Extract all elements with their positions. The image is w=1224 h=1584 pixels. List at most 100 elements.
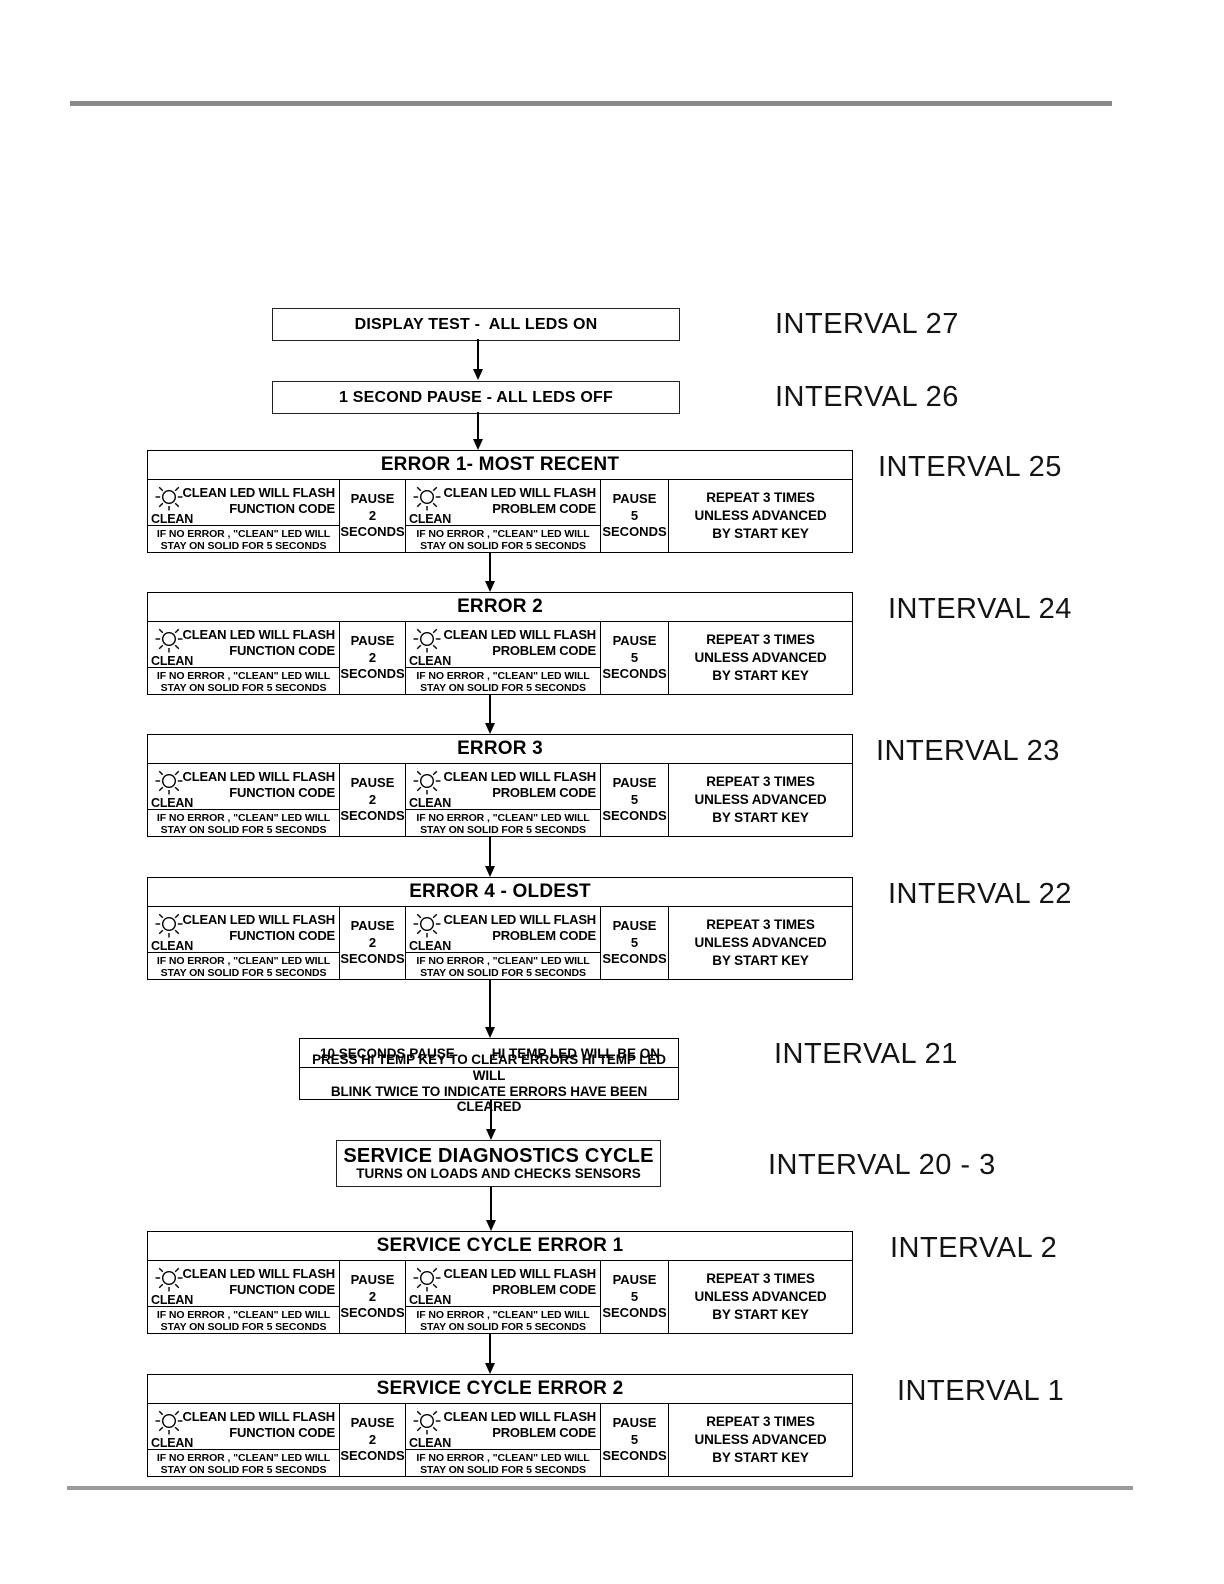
interval-25-label: INTERVAL 25 bbox=[878, 451, 1062, 483]
no-error-line1: IF NO ERROR , "CLEAN" LED WILL bbox=[416, 528, 590, 540]
function-code-text: CLEAN LED WILL FLASH FUNCTION CODE bbox=[182, 1266, 336, 1299]
error-box-body: CLEAN CLEAN LED WILL FLASH FUNCTION CODE… bbox=[148, 480, 852, 552]
top-rule bbox=[70, 101, 1112, 106]
no-error-note: IF NO ERROR , "CLEAN" LED WILL STAY ON S… bbox=[148, 1449, 339, 1476]
repeat-instruction-cell: REPEAT 3 TIMES UNLESS ADVANCED BY START … bbox=[669, 764, 852, 836]
interval-1-label: INTERVAL 1 bbox=[897, 1375, 1065, 1407]
function-line: FUNCTION CODE bbox=[229, 785, 335, 801]
function-code-text: CLEAN LED WILL FLASH FUNCTION CODE bbox=[183, 912, 336, 945]
flash-line: CLEAN LED WILL FLASH bbox=[182, 1266, 336, 1281]
problem-line: PROBLEM CODE bbox=[492, 501, 596, 517]
clean-led-icon bbox=[155, 1267, 183, 1292]
no-error-line2: STAY ON SOLID FOR 5 SECONDS bbox=[420, 1321, 586, 1334]
pause-word: PAUSE bbox=[350, 917, 395, 933]
flow-arrow bbox=[472, 339, 483, 380]
repeat-line3: BY START KEY bbox=[712, 953, 809, 969]
flow-arrow bbox=[484, 695, 495, 734]
clean-led-label: CLEAN bbox=[409, 1436, 452, 1450]
flash-line: CLEAN LED WILL FLASH bbox=[182, 627, 336, 642]
pause-5-seconds-cell: PAUSE 5 SECONDS bbox=[601, 622, 669, 694]
no-error-line2: STAY ON SOLID FOR 5 SECONDS bbox=[420, 682, 586, 695]
clear-errors-note: PRESS HI TEMP KEY TO CLEAR ERRORS HI TEM… bbox=[300, 1052, 678, 1114]
pause-value: 2 bbox=[368, 649, 377, 665]
flow-arrow bbox=[484, 837, 495, 877]
pause-word: PAUSE bbox=[612, 632, 657, 648]
function-line: FUNCTION CODE bbox=[229, 1282, 335, 1298]
pause-value: 5 bbox=[630, 934, 639, 950]
flash-line: CLEAN LED WILL FLASH bbox=[443, 912, 597, 927]
problem-code-text: CLEAN LED WILL FLASH PROBLEM CODE bbox=[444, 1266, 597, 1299]
no-error-line1: IF NO ERROR , "CLEAN" LED WILL bbox=[156, 528, 331, 540]
repeat-instruction-cell: REPEAT 3 TIMES UNLESS ADVANCED BY START … bbox=[669, 480, 852, 552]
function-line: FUNCTION CODE bbox=[229, 643, 335, 659]
pause-2-seconds-cell: PAUSE 2 SECONDS bbox=[340, 907, 406, 979]
pause-word: PAUSE bbox=[350, 632, 395, 648]
clean-led-icon bbox=[413, 913, 441, 938]
pause-word: PAUSE bbox=[612, 1414, 657, 1430]
function-line: FUNCTION CODE bbox=[229, 1425, 335, 1441]
pause-word: PAUSE bbox=[612, 490, 657, 506]
flow-arrow bbox=[484, 553, 495, 592]
no-error-note: IF NO ERROR , "CLEAN" LED WILL STAY ON S… bbox=[148, 952, 339, 979]
clean-led-label: CLEAN bbox=[409, 796, 452, 810]
seconds-word: SECONDS bbox=[340, 666, 405, 682]
no-error-note: IF NO ERROR , "CLEAN" LED WILL STAY ON S… bbox=[406, 952, 600, 979]
problem-code-cell: CLEAN CLEAN LED WILL FLASH PROBLEM CODE … bbox=[406, 1404, 601, 1476]
pause-value: 2 bbox=[368, 1431, 377, 1447]
pause-word: PAUSE bbox=[350, 1414, 395, 1430]
seconds-word: SECONDS bbox=[340, 1448, 405, 1464]
interval-24-label: INTERVAL 24 bbox=[888, 593, 1072, 625]
pause-value: 2 bbox=[368, 1288, 377, 1304]
no-error-line2: STAY ON SOLID FOR 5 SECONDS bbox=[160, 1321, 327, 1334]
pause-value: 5 bbox=[630, 1431, 639, 1447]
flow-arrow bbox=[485, 1187, 496, 1231]
repeat-instruction-cell: REPEAT 3 TIMES UNLESS ADVANCED BY START … bbox=[669, 1404, 852, 1476]
pause-value: 5 bbox=[630, 1288, 639, 1304]
seconds-word: SECONDS bbox=[602, 951, 667, 967]
repeat-line3: BY START KEY bbox=[712, 810, 809, 826]
clean-led-icon bbox=[155, 628, 183, 653]
no-error-line1: IF NO ERROR , "CLEAN" LED WILL bbox=[156, 1452, 331, 1464]
problem-line: PROBLEM CODE bbox=[492, 785, 596, 801]
error-box-body: CLEAN CLEAN LED WILL FLASH FUNCTION CODE… bbox=[148, 764, 852, 836]
no-error-line2: STAY ON SOLID FOR 5 SECONDS bbox=[160, 682, 327, 695]
flash-line: CLEAN LED WILL FLASH bbox=[443, 485, 597, 500]
repeat-instruction-cell: REPEAT 3 TIMES UNLESS ADVANCED BY START … bbox=[669, 622, 852, 694]
function-code-text: CLEAN LED WILL FLASH FUNCTION CODE bbox=[183, 769, 336, 802]
clean-led-icon bbox=[155, 1410, 183, 1435]
no-error-line2: STAY ON SOLID FOR 5 SECONDS bbox=[420, 540, 586, 553]
pause-word: PAUSE bbox=[612, 774, 657, 790]
clear-errors-line1: PRESS HI TEMP KEY TO CLEAR ERRORS HI TEM… bbox=[312, 1052, 666, 1083]
no-error-note: IF NO ERROR , "CLEAN" LED WILL STAY ON S… bbox=[406, 525, 600, 552]
seconds-word: SECONDS bbox=[340, 951, 405, 967]
error-box-body: CLEAN CLEAN LED WILL FLASH FUNCTION CODE… bbox=[148, 1404, 852, 1476]
function-code-cell: CLEAN CLEAN LED WILL FLASH FUNCTION CODE… bbox=[148, 1404, 340, 1476]
no-error-line1: IF NO ERROR , "CLEAN" LED WILL bbox=[416, 1452, 590, 1464]
pause-5-seconds-cell: PAUSE 5 SECONDS bbox=[601, 764, 669, 836]
no-error-line1: IF NO ERROR , "CLEAN" LED WILL bbox=[416, 1309, 590, 1321]
repeat-line2: UNLESS ADVANCED bbox=[694, 507, 827, 523]
seconds-word: SECONDS bbox=[602, 1448, 667, 1464]
interval-27-label: INTERVAL 27 bbox=[775, 308, 959, 340]
pause-word: PAUSE bbox=[350, 1271, 395, 1287]
pause-2-seconds-cell: PAUSE 2 SECONDS bbox=[340, 1404, 406, 1476]
clear-errors-line2: BLINK TWICE TO INDICATE ERRORS HAVE BEEN… bbox=[330, 1083, 648, 1115]
ten-second-pause-row: 10 SECONDS PAUSE HI TEMP LED WILL BE ON bbox=[300, 1039, 678, 1068]
ten-seconds-pause-label: 10 SECONDS PAUSE bbox=[320, 1045, 455, 1061]
pause-2-seconds-cell: PAUSE 2 SECONDS bbox=[340, 1261, 406, 1333]
pause-word: PAUSE bbox=[350, 490, 395, 506]
interval-23-label: INTERVAL 23 bbox=[876, 735, 1060, 767]
service-diagnostics-subtitle: TURNS ON LOADS AND CHECKS SENSORS bbox=[356, 1165, 641, 1181]
problem-code-text: CLEAN LED WILL FLASH PROBLEM CODE bbox=[444, 769, 597, 802]
interval-20-3-label: INTERVAL 20 - 3 bbox=[768, 1149, 996, 1181]
repeat-line1: REPEAT 3 TIMES bbox=[706, 1270, 815, 1286]
one-second-pause-label: 1 SECOND PAUSE - ALL LEDS OFF bbox=[339, 388, 613, 406]
error-box-title: ERROR 4 - OLDEST bbox=[148, 878, 852, 907]
flow-arrow bbox=[484, 1334, 495, 1374]
repeat-line2: UNLESS ADVANCED bbox=[694, 1288, 827, 1304]
clean-led-label: CLEAN bbox=[409, 512, 452, 526]
no-error-note: IF NO ERROR , "CLEAN" LED WILL STAY ON S… bbox=[406, 1306, 600, 1333]
seconds-word: SECONDS bbox=[602, 666, 667, 682]
interval-21-label: INTERVAL 21 bbox=[774, 1038, 958, 1070]
seconds-word: SECONDS bbox=[340, 808, 405, 824]
